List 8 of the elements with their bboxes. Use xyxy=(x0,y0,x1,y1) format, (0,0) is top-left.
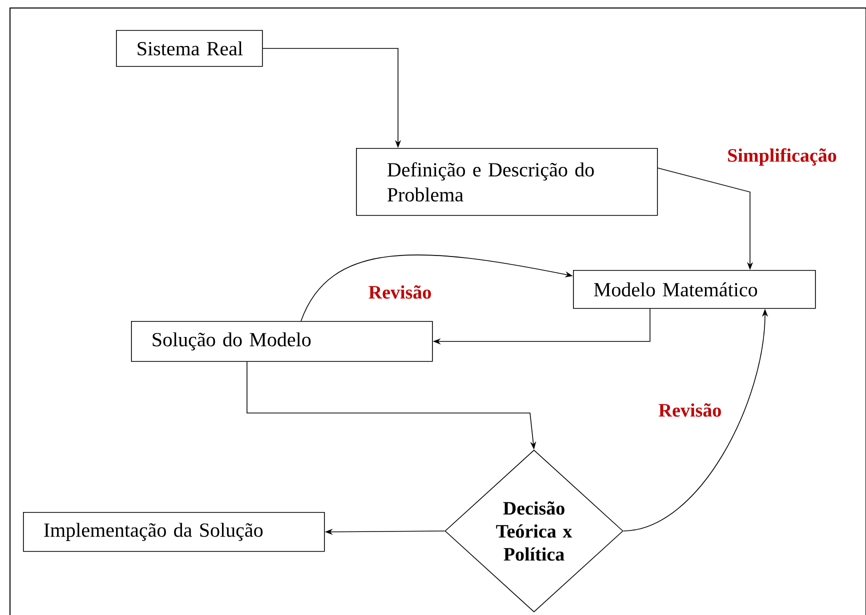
process-box: Modelo Matemático xyxy=(573,270,816,309)
process-box: Sistema Real xyxy=(116,30,263,67)
edge-label: Revisão xyxy=(368,285,431,299)
process-box: Definição e Descrição do Problema xyxy=(356,148,658,216)
process-box: Implementação da Solução xyxy=(23,512,325,552)
edge-label: Revisão xyxy=(658,403,721,417)
process-box: Solução do Modelo xyxy=(131,321,433,362)
edge-label: Simplificação xyxy=(728,148,836,166)
